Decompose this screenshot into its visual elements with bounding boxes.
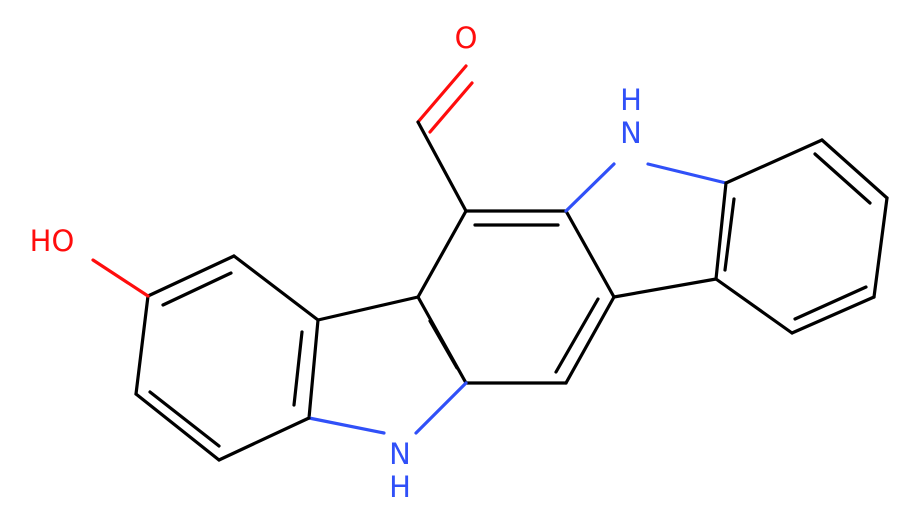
bond-line-16 bbox=[724, 138, 824, 185]
bond-line-25 bbox=[307, 318, 320, 420]
hydroxyl-label: HO bbox=[30, 224, 75, 258]
nh-bottom-h-label: H bbox=[389, 470, 411, 504]
bond-line-23 bbox=[723, 197, 736, 272]
bond-line-33 bbox=[148, 390, 221, 448]
bond-line-30 bbox=[161, 271, 233, 307]
bond-line-10 bbox=[428, 319, 459, 370]
bond-line-6 bbox=[564, 295, 616, 385]
bond-line-20 bbox=[790, 295, 876, 335]
bond-line-15 bbox=[612, 277, 718, 299]
atom-label-layer: O HO H N N H bbox=[30, 21, 642, 504]
bond-line-0 bbox=[416, 64, 468, 124]
bond-line-18 bbox=[813, 152, 872, 205]
aldehyde-oxygen-label: O bbox=[455, 21, 478, 55]
bond-layer bbox=[91, 64, 889, 462]
bond-line-32 bbox=[134, 392, 221, 462]
bond-line-7 bbox=[554, 297, 600, 374]
bond-line-24 bbox=[316, 295, 420, 322]
bond-line-36 bbox=[91, 258, 150, 298]
bond-line-12 bbox=[564, 162, 616, 213]
bond-line-2 bbox=[416, 120, 468, 213]
nh-top-n-label: N bbox=[620, 116, 642, 150]
bond-line-31 bbox=[134, 294, 150, 396]
bond-line-22 bbox=[714, 277, 794, 335]
nh-bottom-n-label: N bbox=[389, 437, 411, 471]
bond-line-19 bbox=[872, 196, 889, 299]
bond-line-21 bbox=[793, 285, 868, 321]
bond-line-34 bbox=[217, 416, 311, 462]
bond-line-13 bbox=[646, 162, 728, 185]
bond-line-5 bbox=[564, 209, 616, 299]
bond-line-27 bbox=[414, 381, 468, 435]
bond-line-26 bbox=[307, 416, 386, 435]
bond-line-28 bbox=[232, 254, 320, 322]
bond-line-14 bbox=[714, 181, 728, 281]
bond-line-1 bbox=[428, 81, 474, 134]
bond-line-29 bbox=[146, 254, 236, 298]
nh-top-h-label: H bbox=[620, 83, 642, 117]
bond-line-17 bbox=[820, 138, 889, 200]
bond-line-35 bbox=[292, 330, 304, 407]
bond-line-11 bbox=[416, 209, 468, 299]
